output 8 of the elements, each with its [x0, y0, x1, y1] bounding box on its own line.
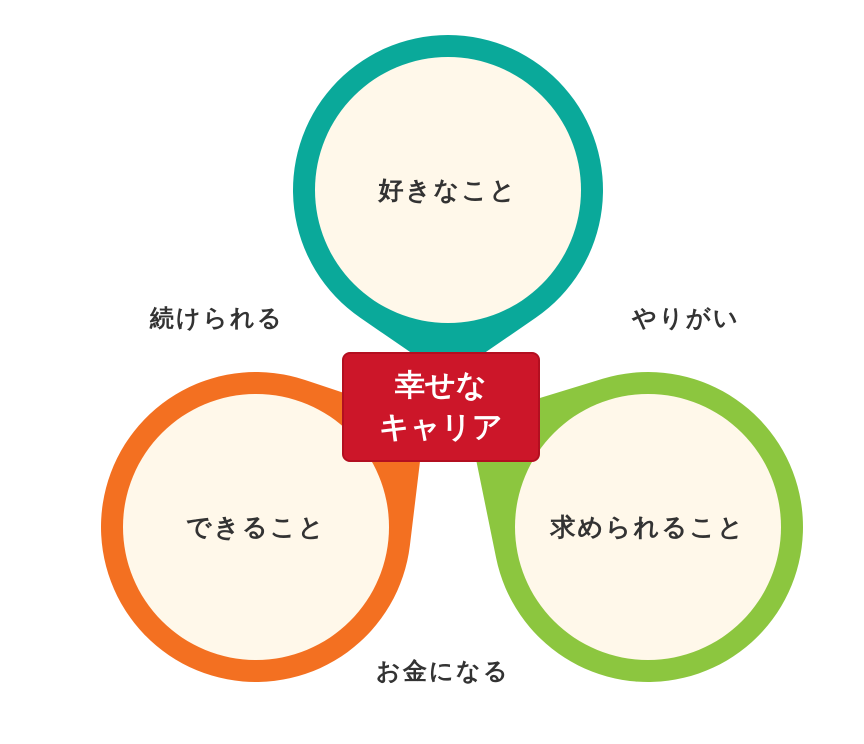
- caption-text: やりがい: [632, 303, 740, 334]
- node-text: 好きなこと: [378, 174, 518, 206]
- caption-text: 続けられる: [150, 303, 284, 334]
- caption-text: お金になる: [376, 656, 510, 687]
- node-text: できること: [186, 512, 326, 544]
- box-text: 幸せなキャリア: [378, 367, 504, 447]
- node-text: 求められること: [550, 512, 746, 544]
- title-box: [342, 352, 540, 462]
